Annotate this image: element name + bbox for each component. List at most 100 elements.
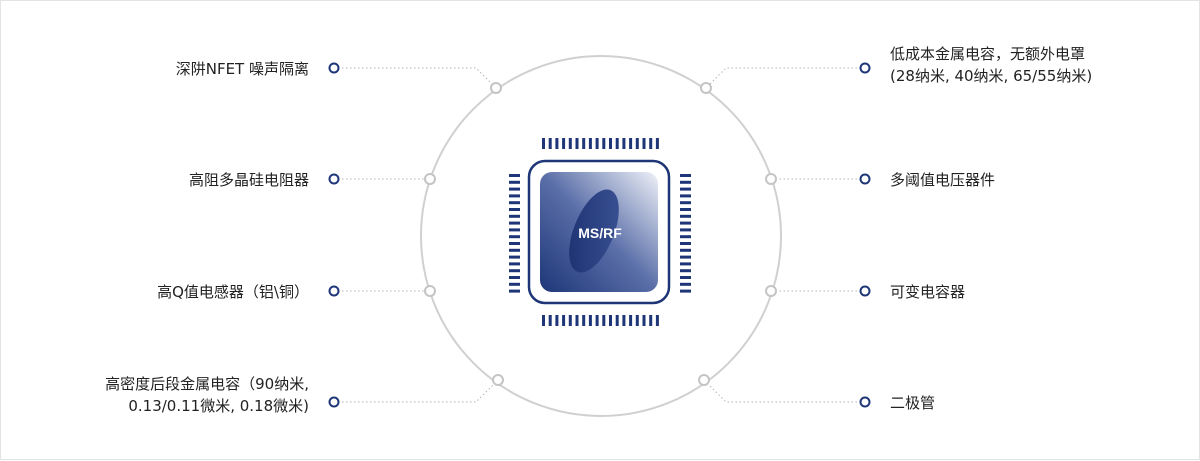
chip-pin (509, 269, 520, 273)
feature-label-right-2: 多阈值电压器件 (890, 169, 995, 191)
feature-label-right-3: 可变电容器 (890, 281, 965, 303)
chip-pin (635, 315, 639, 326)
chip-pin (680, 242, 691, 245)
leader-line-left-1 (334, 67, 497, 89)
chip-pin (609, 315, 612, 326)
feature-label-line: (28纳米, 40纳米, 65/55纳米) (890, 67, 1093, 85)
chip-pin (509, 276, 520, 279)
leader-line-right-1 (705, 67, 865, 89)
label-node-icon (328, 62, 340, 74)
feature-label-left-1: 深阱NFET 噪声隔离 (176, 58, 309, 80)
chip-pin (588, 315, 592, 326)
chip-pin (548, 138, 552, 149)
chip-pin (595, 138, 599, 149)
ring-node (765, 173, 777, 185)
feature-label-right-4: 二极管 (890, 392, 935, 414)
chip-pin (562, 138, 566, 149)
chip-pin (509, 174, 520, 177)
feature-label-left-2: 高阻多晶硅电阻器 (189, 169, 309, 191)
feature-label-left-4: 高密度后段金属电容（90纳米,0.13/0.11微米, 0.18微米) (105, 373, 309, 417)
chip-pin (582, 315, 586, 326)
chip-oval (569, 189, 619, 273)
leader-line-right-4 (703, 379, 865, 403)
chip-pin (680, 276, 691, 279)
chip-pin (509, 255, 520, 259)
feature-label-line: 多阈值电压器件 (890, 171, 996, 189)
chip-pin (548, 315, 552, 326)
chip-pin (509, 194, 520, 198)
chip-pin (680, 180, 691, 184)
ring-node (424, 285, 436, 297)
chip-pin (509, 208, 520, 211)
label-node-icon (328, 173, 340, 185)
outer-ring (420, 55, 782, 417)
connection-nodes (328, 62, 871, 408)
ring-node (490, 82, 502, 94)
chip-pin (680, 289, 691, 293)
leader-lines (334, 67, 865, 403)
chip-pin (602, 315, 606, 326)
chip-pin (649, 138, 653, 149)
feature-label-line: 可变电容器 (890, 283, 966, 301)
chip-pin (680, 174, 691, 177)
ring-node (698, 374, 710, 386)
label-node-icon (859, 62, 871, 74)
label-node-icon (328, 285, 340, 297)
feature-label-line: 二极管 (890, 394, 936, 412)
feature-label-line: 低成本金属电容，无额外电罩 (890, 45, 1086, 63)
chip-pin (582, 138, 586, 149)
chip-pin (509, 201, 520, 205)
chip-pin (509, 289, 520, 293)
chip-pin (509, 187, 520, 191)
chip-pin (680, 201, 691, 205)
label-node-icon (859, 173, 871, 185)
chip-pin (629, 315, 633, 326)
chip-pin (629, 138, 633, 149)
feature-label-line: 0.13/0.11微米, 0.18微米) (128, 397, 309, 415)
chip-pin (635, 138, 639, 149)
chip-pin (562, 315, 566, 326)
chip-pin (680, 262, 691, 266)
chip-pin (655, 138, 659, 149)
chip-pin (615, 138, 619, 149)
chip-pin (680, 221, 691, 225)
chip-pin (680, 255, 691, 259)
chip-pin (509, 242, 520, 245)
ring-node (424, 173, 436, 185)
chip-pin (509, 221, 520, 225)
chip-pin (642, 315, 646, 326)
chip-pin (555, 315, 559, 326)
feature-label-line: 高阻多晶硅电阻器 (188, 171, 309, 189)
chip-pin (588, 138, 592, 149)
label-node-icon (328, 396, 340, 408)
chip-pin (622, 315, 626, 326)
leader-line-left-4 (334, 379, 499, 403)
chip-pin (680, 228, 691, 232)
chip-pin (602, 138, 606, 149)
chip-pin (655, 315, 659, 326)
chip-pins-left (509, 174, 520, 293)
chip-pin (542, 138, 545, 149)
chip-pin (609, 138, 612, 149)
chip-label: MS/RF (578, 225, 622, 241)
label-node-icon (859, 285, 871, 297)
chip-pin (555, 138, 559, 149)
chip: MS/RF (509, 138, 691, 326)
chip-pin (509, 235, 520, 239)
chip-pin (509, 180, 520, 184)
feature-label-left-3: 高Q值电感器（铝\铜） (157, 281, 309, 303)
chip-pin (575, 315, 579, 326)
chip-pin (509, 282, 520, 286)
ring-node (492, 374, 504, 386)
chip-pin (680, 187, 691, 191)
chip-pin (568, 138, 572, 149)
chip-pin (595, 315, 599, 326)
chip-pin (680, 269, 691, 273)
chip-pin (680, 282, 691, 286)
chip-pin (575, 138, 579, 149)
ring-node (700, 82, 712, 94)
chip-pin (542, 315, 545, 326)
chip-pins-bottom (542, 315, 659, 326)
